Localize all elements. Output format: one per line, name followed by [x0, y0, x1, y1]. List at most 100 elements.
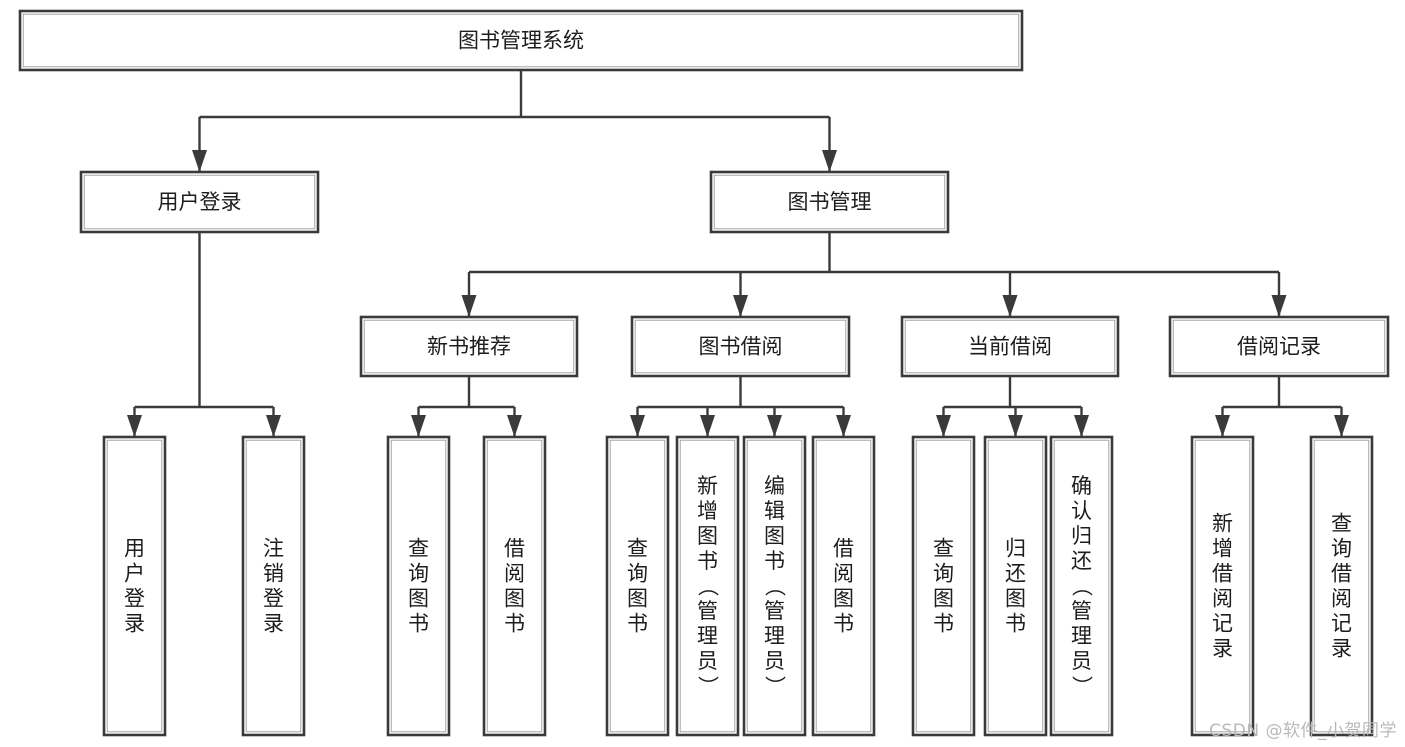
svg-text:（: （ — [696, 576, 720, 597]
svg-text:管: 管 — [697, 599, 718, 623]
svg-text:还: 还 — [1005, 562, 1026, 586]
svg-text:借: 借 — [504, 537, 525, 561]
node-label: 图书管理系统 — [458, 29, 584, 53]
svg-text:查: 查 — [1331, 512, 1352, 536]
svg-text:录: 录 — [124, 612, 145, 636]
node-book-manage[interactable]: 图书管理 — [709, 170, 950, 234]
svg-text:阅: 阅 — [1212, 587, 1233, 611]
svg-text:理: 理 — [697, 624, 718, 648]
svg-text:图: 图 — [504, 587, 525, 611]
svg-text:认: 认 — [1071, 499, 1092, 523]
nodes-layer: 图书管理系统用户登录图书管理新书推荐图书借阅当前借阅借阅记录用户登录注销登录查询… — [18, 9, 1390, 737]
svg-text:询: 询 — [933, 562, 954, 586]
svg-text:阅: 阅 — [1331, 587, 1352, 611]
node-label: 借阅记录 — [1237, 335, 1321, 359]
svg-text:增: 增 — [697, 499, 718, 523]
svg-text:注: 注 — [263, 537, 284, 561]
svg-text:查: 查 — [627, 537, 648, 561]
node-root[interactable]: 图书管理系统 — [18, 9, 1024, 72]
svg-text:）: ） — [1070, 676, 1094, 697]
svg-text:询: 询 — [1331, 537, 1352, 561]
svg-text:登: 登 — [124, 587, 145, 611]
svg-text:登: 登 — [263, 587, 284, 611]
svg-text:归: 归 — [1005, 537, 1026, 561]
svg-text:（: （ — [1070, 576, 1094, 597]
svg-text:图: 图 — [408, 587, 429, 611]
svg-text:图: 图 — [764, 524, 785, 548]
svg-text:图: 图 — [697, 524, 718, 548]
node-leaf-user-login[interactable]: 用户登录 — [102, 435, 167, 737]
svg-text:增: 增 — [1212, 537, 1233, 561]
svg-text:员: 员 — [697, 649, 718, 673]
svg-text:记: 记 — [1212, 612, 1233, 636]
svg-text:录: 录 — [1331, 637, 1352, 661]
node-label: 用户登录 — [158, 190, 242, 214]
svg-text:销: 销 — [263, 562, 284, 586]
svg-text:书: 书 — [933, 612, 954, 636]
svg-text:询: 询 — [627, 562, 648, 586]
svg-text:编: 编 — [764, 474, 785, 498]
connectors-layer — [127, 70, 1349, 437]
svg-text:新: 新 — [1212, 512, 1233, 536]
node-borrow-record[interactable]: 借阅记录 — [1168, 315, 1390, 378]
svg-text:借: 借 — [1212, 562, 1233, 586]
svg-text:图: 图 — [1005, 587, 1026, 611]
svg-text:管: 管 — [764, 599, 785, 623]
node-label: 用户登录 — [124, 537, 145, 636]
svg-text:借: 借 — [1331, 562, 1352, 586]
svg-text:询: 询 — [408, 562, 429, 586]
svg-text:查: 查 — [408, 537, 429, 561]
svg-text:阅: 阅 — [833, 562, 854, 586]
node-current-borrow[interactable]: 当前借阅 — [900, 315, 1120, 378]
svg-text:书: 书 — [408, 612, 429, 636]
node-book-borrow[interactable]: 图书借阅 — [630, 315, 851, 378]
svg-text:书: 书 — [764, 549, 785, 573]
svg-text:户: 户 — [124, 562, 145, 586]
svg-text:员: 员 — [764, 649, 785, 673]
svg-text:（: （ — [763, 576, 787, 597]
svg-text:理: 理 — [764, 624, 785, 648]
svg-text:用: 用 — [124, 537, 145, 561]
node-label: 图书管理 — [788, 190, 872, 214]
svg-text:新: 新 — [697, 474, 718, 498]
svg-text:辑: 辑 — [764, 499, 785, 523]
svg-text:图: 图 — [627, 587, 648, 611]
svg-text:确: 确 — [1071, 474, 1092, 498]
svg-text:记: 记 — [1331, 612, 1352, 636]
svg-text:图: 图 — [833, 587, 854, 611]
node-user-login[interactable]: 用户登录 — [79, 170, 320, 234]
svg-text:还: 还 — [1071, 549, 1092, 573]
node-label: 当前借阅 — [968, 335, 1052, 359]
node-new-book-recommend[interactable]: 新书推荐 — [359, 315, 579, 378]
svg-text:）: ） — [696, 676, 720, 697]
svg-text:录: 录 — [263, 612, 284, 636]
svg-text:阅: 阅 — [504, 562, 525, 586]
svg-text:书: 书 — [627, 612, 648, 636]
svg-text:图: 图 — [933, 587, 954, 611]
svg-text:书: 书 — [504, 612, 525, 636]
